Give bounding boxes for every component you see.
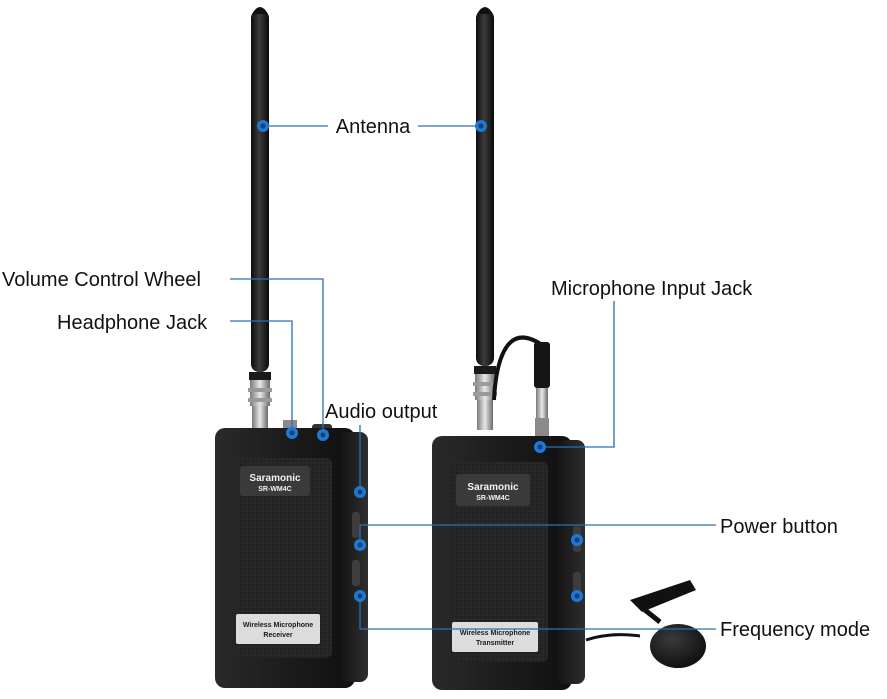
callout-dots: [257, 120, 583, 602]
callout-dot-power-receiver: [354, 539, 366, 551]
callout-dot-frequency-transmitter: [571, 590, 583, 602]
receiver-name-line1: Wireless Microphone: [243, 622, 313, 629]
lavalier-microphone: [585, 580, 706, 668]
receiver-frequency-button[interactable]: [352, 560, 360, 586]
receiver-model: SR-WM4C: [258, 486, 291, 493]
callout-dot-antenna-right: [475, 120, 487, 132]
label-microphone-input-jack: Microphone Input Jack: [551, 278, 753, 300]
receiver-brand: Saramonic: [249, 473, 301, 484]
label-antenna: Antenna: [336, 116, 411, 138]
transmitter-name-plate: [452, 622, 538, 652]
receiver-power-button[interactable]: [352, 512, 360, 538]
receiver-brand-badge: [240, 466, 310, 496]
label-volume-control-wheel: Volume Control Wheel: [2, 269, 201, 291]
receiver-name-plate: [236, 614, 320, 644]
callout-dot-antenna-left: [257, 120, 269, 132]
transmitter-brand-badge: [456, 474, 530, 506]
transmitter-model: SR-WM4C: [476, 495, 509, 502]
callout-dot-frequency-receiver: [354, 590, 366, 602]
callout-dot-headphone-jack: [286, 427, 298, 439]
transmitter-unit: Saramonic SR-WM4C Wireless Microphone Tr…: [432, 7, 585, 690]
receiver-name-line2: Receiver: [263, 632, 292, 639]
transmitter-name-line1: Wireless Microphone: [460, 630, 530, 637]
transmitter-brand: Saramonic: [467, 482, 519, 493]
callout-dot-mic-input: [534, 441, 546, 453]
label-audio-output: Audio output: [325, 401, 438, 423]
callout-dot-audio-output: [354, 486, 366, 498]
receiver-antenna: [248, 7, 272, 430]
label-frequency-mode: Frequency mode: [720, 619, 870, 641]
transmitter-name-line2: Transmitter: [476, 640, 514, 647]
callout-dot-power-transmitter: [571, 534, 583, 546]
label-power-button: Power button: [720, 516, 838, 538]
label-headphone-jack: Headphone Jack: [57, 312, 208, 334]
callout-labels: Antenna Volume Control Wheel Headphone J…: [2, 116, 870, 641]
transmitter-antenna: [473, 7, 497, 430]
callout-dot-volume-wheel: [317, 429, 329, 441]
